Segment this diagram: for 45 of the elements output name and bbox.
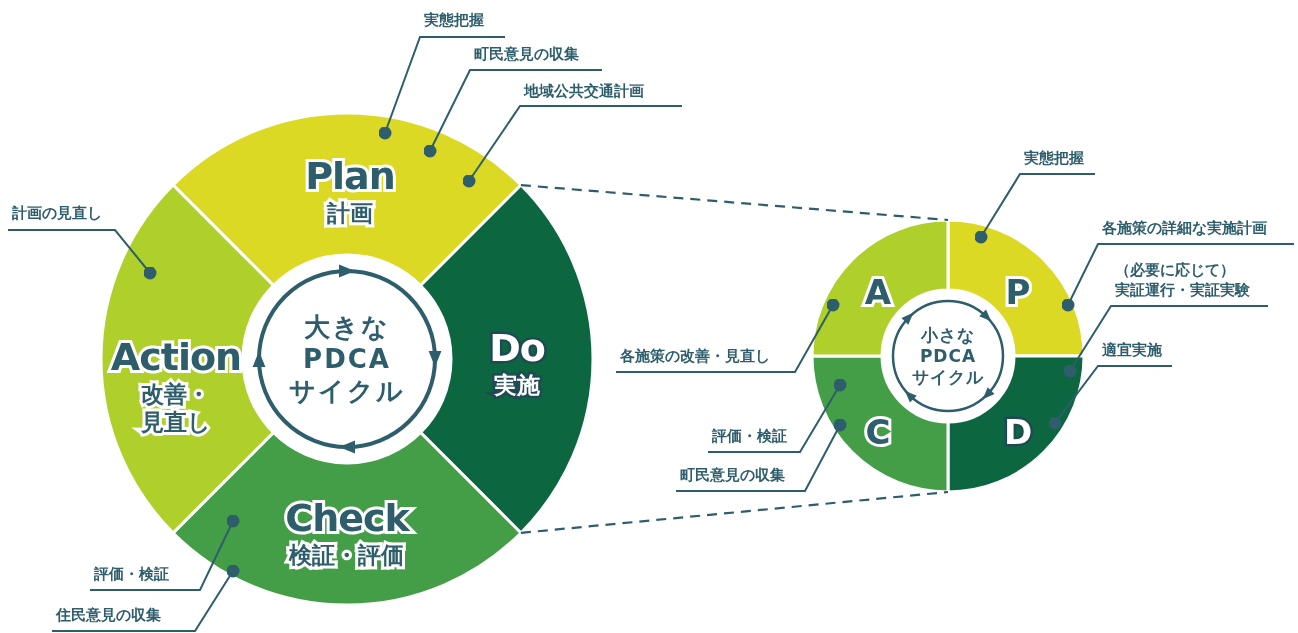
cycle-label: サイクル xyxy=(912,366,984,388)
leader-line xyxy=(51,564,240,632)
phase-title: D xyxy=(1003,412,1033,452)
cycle-label: 大きな xyxy=(304,311,390,343)
phase-title: Plan xyxy=(305,153,395,199)
annotation-text: 評価・検証 xyxy=(94,564,170,584)
annotation-text: 実証運行・実証実験 xyxy=(1115,279,1251,300)
annotation-text: 町民意見の収集 xyxy=(680,465,786,485)
zoom-line xyxy=(520,490,949,534)
phase-subtitle: 検証・評価 xyxy=(289,541,405,569)
annotation-text: 実態把握 xyxy=(424,10,485,30)
phase-subtitle: 計画 xyxy=(327,199,373,227)
annotation-text: 適宜実施 xyxy=(1102,339,1163,360)
phase-title: C xyxy=(865,412,891,452)
phase-title: A xyxy=(864,272,892,312)
phase-subtitle: 実施 xyxy=(494,371,540,399)
leader-line xyxy=(1048,365,1173,430)
leader-line xyxy=(1063,305,1269,378)
phase-title: Action xyxy=(110,334,242,380)
leader-line xyxy=(707,378,847,453)
cycle-label: 小さな xyxy=(921,324,975,346)
leader-line xyxy=(675,418,847,492)
leader-line xyxy=(1061,243,1295,312)
annotation-text: （必要に応じて） xyxy=(1115,259,1236,280)
cycle-label: PDCA xyxy=(303,343,391,375)
annotation-text: 住民意見の収集 xyxy=(56,605,162,625)
leader-line xyxy=(423,69,603,158)
annotation-text: 実態把握 xyxy=(1024,148,1085,168)
leader-line xyxy=(974,173,1096,244)
cycle-label: PDCA xyxy=(919,345,977,367)
annotation-text: 地域公共交通計画 xyxy=(524,80,645,101)
annotation-text: 計画の見直し xyxy=(12,202,103,223)
zoom-line xyxy=(520,184,949,222)
phase-title: Do xyxy=(489,325,545,371)
annotation-text: 各施策の改善・見直し xyxy=(620,346,771,366)
leader-line xyxy=(7,229,157,280)
leader-line xyxy=(89,514,240,591)
leader-line xyxy=(462,105,683,188)
annotation-text: 評価・検証 xyxy=(712,426,788,446)
leader-line xyxy=(615,298,840,373)
cycle-label: サイクル xyxy=(289,375,405,407)
annotation-text: 町民意見の収集 xyxy=(474,43,580,64)
annotation-text: 各施策の詳細な実施計画 xyxy=(1102,217,1268,238)
leader-line xyxy=(378,36,506,140)
phase-title: P xyxy=(1005,272,1031,312)
